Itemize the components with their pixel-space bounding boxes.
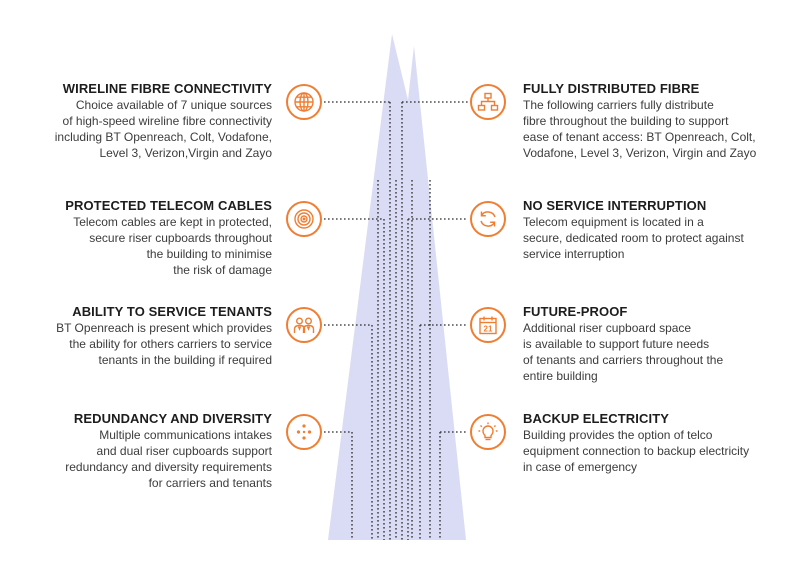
lightbulb-icon — [470, 414, 506, 450]
people-icon — [286, 307, 322, 343]
feature-title: FULLY DISTRIBUTED FIBRE — [523, 81, 700, 96]
refresh-icon — [470, 201, 506, 237]
hierarchy-icon — [470, 84, 506, 120]
feature-line: Telecom equipment is located in a — [523, 215, 704, 229]
feature-line: The following carriers fully distribute — [523, 98, 714, 112]
feature-line: of tenants and carriers throughout the — [523, 353, 724, 367]
feature-line: Multiple communications intakes — [99, 428, 272, 442]
feature-line: tenants in the building if required — [98, 353, 272, 367]
feature-line: is available to support future needs — [523, 337, 710, 351]
feature-line: including BT Openreach, Colt, Vodafone, — [54, 130, 272, 144]
feature-title: PROTECTED TELECOM CABLES — [65, 198, 272, 213]
feature-title: ABILITY TO SERVICE TENANTS — [72, 304, 272, 319]
calendar-icon: 21 — [470, 307, 506, 343]
feature-block-protected-cables: PROTECTED TELECOM CABLES Telecom cables … — [32, 197, 272, 278]
feature-block-service-tenants: ABILITY TO SERVICE TENANTS BT Openreach … — [32, 303, 272, 368]
feature-block-distributed-fibre: FULLY DISTRIBUTED FIBRE The following ca… — [523, 80, 783, 161]
dots-network-icon — [286, 414, 322, 450]
feature-line: Vodafone, Level 3, Verizon, Virgin and Z… — [523, 146, 757, 160]
feature-line: ease of tenant access: BT Openreach, Col… — [523, 130, 756, 144]
feature-line: redundancy and diversity requirements — [65, 460, 272, 474]
feature-block-wireline-fibre: WIRELINE FIBRE CONNECTIVITY Choice avail… — [32, 80, 272, 161]
feature-line: secure riser cupboards throughout — [89, 231, 272, 245]
feature-line: Level 3, Verizon,Virgin and Zayo — [99, 146, 272, 160]
spire-shape — [328, 34, 466, 540]
feature-title: REDUNDANCY AND DIVERSITY — [73, 411, 272, 426]
feature-line: Choice available of 7 unique sources — [75, 98, 272, 112]
feature-line: in case of emergency — [523, 460, 638, 474]
feature-title: WIRELINE FIBRE CONNECTIVITY — [62, 81, 272, 96]
feature-line: of high-speed wireline fibre connectivit… — [62, 114, 272, 128]
feature-line: equipment connection to backup electrici… — [523, 444, 750, 458]
feature-line: the risk of damage — [173, 263, 272, 277]
feature-title: BACKUP ELECTRICITY — [523, 411, 670, 426]
globe-icon — [286, 84, 322, 120]
calendar-number: 21 — [484, 325, 493, 334]
feature-title: NO SERVICE INTERRUPTION — [523, 198, 707, 213]
feature-line: BT Openreach is present which provides — [56, 321, 272, 335]
feature-block-no-interruption: NO SERVICE INTERRUPTION Telecom equipmen… — [523, 197, 783, 262]
riser-lines — [351, 102, 441, 540]
feature-block-backup-electricity: BACKUP ELECTRICITY Building provides the… — [523, 410, 783, 475]
feature-block-future-proof: FUTURE-PROOF Additional riser cupboard s… — [523, 303, 783, 384]
feature-line: and dual riser cupboards support — [96, 444, 272, 458]
connector-lines — [324, 101, 468, 433]
target-icon — [286, 201, 322, 237]
feature-line: secure, dedicated room to protect agains… — [523, 231, 744, 245]
feature-line: fibre throughout the building to support — [523, 114, 729, 128]
feature-line: Building provides the option of telco — [523, 428, 713, 442]
feature-line: for carriers and tenants — [148, 476, 272, 490]
feature-line: the building to minimise — [146, 247, 272, 261]
feature-title: FUTURE-PROOF — [523, 304, 628, 319]
feature-line: Telecom cables are kept in protected, — [73, 215, 272, 229]
feature-line: Additional riser cupboard space — [523, 321, 692, 335]
feature-line: the ability for others carriers to servi… — [69, 337, 272, 351]
feature-block-redundancy: REDUNDANCY AND DIVERSITY Multiple commun… — [32, 410, 272, 491]
feature-line: service interruption — [523, 247, 625, 261]
feature-line: entire building — [523, 369, 598, 383]
